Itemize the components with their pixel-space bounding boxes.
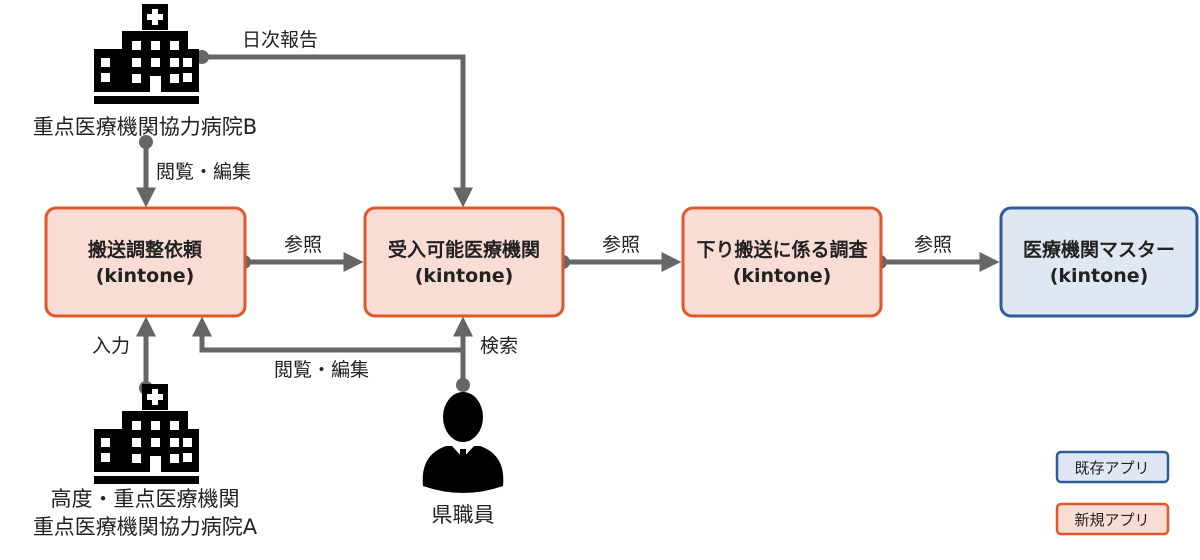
edge-view-edit-staff [192, 316, 463, 353]
edge-dot [139, 135, 153, 149]
legend-existing-label: 既存アプリ [1074, 459, 1149, 477]
app-box-hospital-master[interactable]: 医療機関マスター (kintone) [999, 206, 1199, 318]
hospital-a-label-1: 高度・重点医療機関 [51, 487, 240, 511]
label-ref3: 参照 [914, 234, 952, 256]
hospital-icon [94, 384, 199, 484]
legend-existing-app: 既存アプリ [1055, 450, 1170, 484]
box-subtitle: (kintone) [733, 265, 832, 287]
label-daily-report: 日次報告 [242, 29, 318, 51]
label-input: 入力 [92, 335, 130, 357]
legend-new-label: 新規アプリ [1074, 511, 1149, 529]
app-box-available-hospitals[interactable]: 受入可能医療機関 (kintone) [363, 206, 565, 318]
box-title: 受入可能医療機関 [388, 238, 540, 261]
label-view-edit-b: 閲覧・編集 [156, 161, 251, 183]
label-ref1: 参照 [284, 234, 322, 256]
label-view-edit-staff: 閲覧・編集 [274, 359, 369, 381]
legend-new-app: 新規アプリ [1055, 502, 1170, 536]
hospital-icon [94, 4, 199, 104]
box-title: 搬送調整依頼 [88, 238, 203, 261]
label-ref2: 参照 [602, 234, 640, 256]
box-subtitle: (kintone) [415, 265, 514, 287]
edge-dot [456, 378, 470, 392]
box-title: 下り搬送に係る調査 [696, 238, 868, 261]
hospital-b-label: 重点医療機関協力病院B [33, 115, 257, 139]
connectors [136, 50, 1000, 395]
box-subtitle: (kintone) [1050, 265, 1149, 287]
app-box-transport-request[interactable]: 搬送調整依頼 (kintone) [44, 206, 247, 318]
box-subtitle: (kintone) [96, 265, 195, 287]
staff-label: 県職員 [432, 503, 495, 527]
label-search: 検索 [480, 335, 518, 357]
hospital-a-label-2: 重点医療機関協力病院A [33, 515, 258, 539]
box-title: 医療機関マスター [1023, 238, 1175, 261]
app-box-downward-transport-survey[interactable]: 下り搬送に係る調査 (kintone) [681, 206, 883, 318]
edge-daily-report [202, 54, 473, 208]
person-icon [422, 392, 504, 493]
